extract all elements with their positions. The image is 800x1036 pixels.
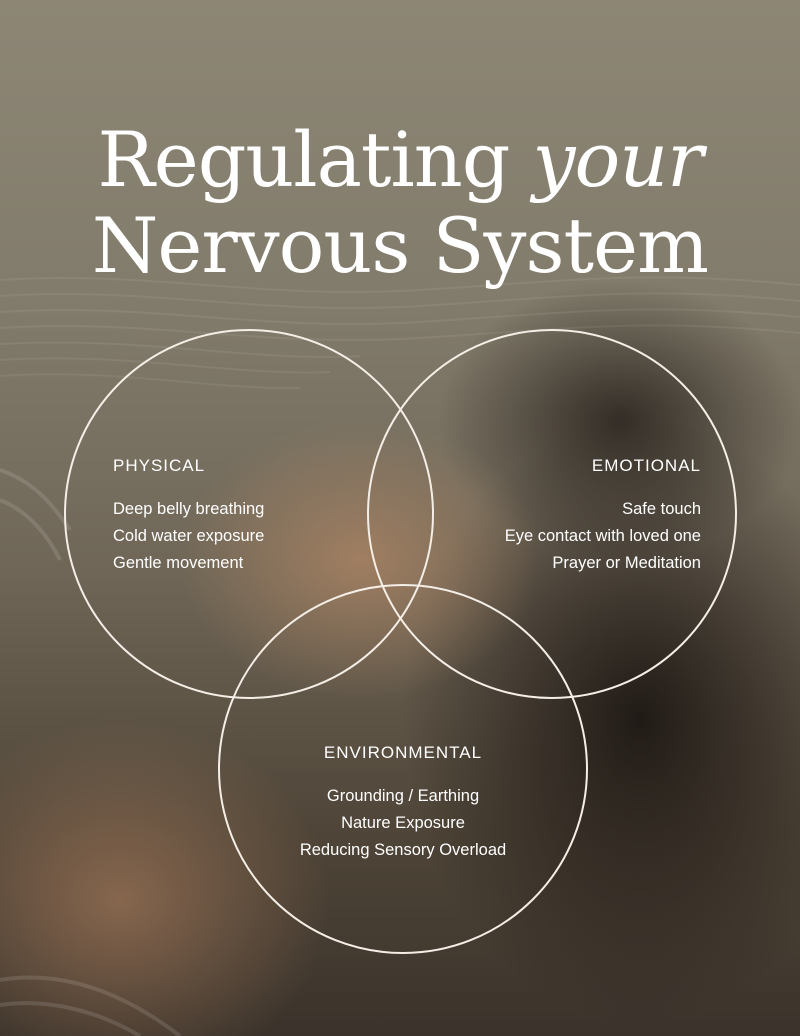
list-item: Safe touch: [622, 500, 701, 518]
list-item: Nature Exposure: [341, 814, 465, 832]
emotional-group: EMOTIONAL Safe touch Eye contact with lo…: [505, 456, 701, 577]
list-item: Reducing Sensory Overload: [299, 841, 507, 859]
emotional-list: Safe touch Eye contact with loved one Pr…: [505, 496, 701, 577]
list-item: Gentle movement: [113, 554, 244, 572]
environmental-list: Grounding / Earthing Nature Exposure Red…: [300, 783, 506, 864]
environmental-group: ENVIRONMENTAL Grounding / Earthing Natur…: [300, 743, 506, 864]
physical-circle: [64, 329, 434, 699]
list-item: Prayer or Meditation: [552, 554, 701, 572]
environmental-circle: [218, 584, 588, 954]
environmental-heading: ENVIRONMENTAL: [323, 743, 483, 762]
list-item: Grounding / Earthing: [326, 787, 480, 805]
physical-group: PHYSICAL Deep belly breathing Cold water…: [113, 456, 264, 577]
title-line-1: Regulating your: [0, 117, 800, 202]
title-regulating: Regulating: [97, 115, 533, 205]
list-item: Eye contact with loved one: [504, 527, 701, 545]
list-item: Cold water exposure: [113, 527, 265, 545]
title-your: your: [532, 115, 704, 205]
page-title: Regulating your Nervous System: [0, 117, 800, 287]
physical-heading: PHYSICAL: [113, 456, 206, 475]
emotional-circle: [367, 329, 737, 699]
list-item: Deep belly breathing: [113, 500, 265, 518]
emotional-heading: EMOTIONAL: [591, 456, 701, 475]
physical-list: Deep belly breathing Cold water exposure…: [113, 496, 264, 577]
title-line-2: Nervous System: [91, 200, 709, 290]
